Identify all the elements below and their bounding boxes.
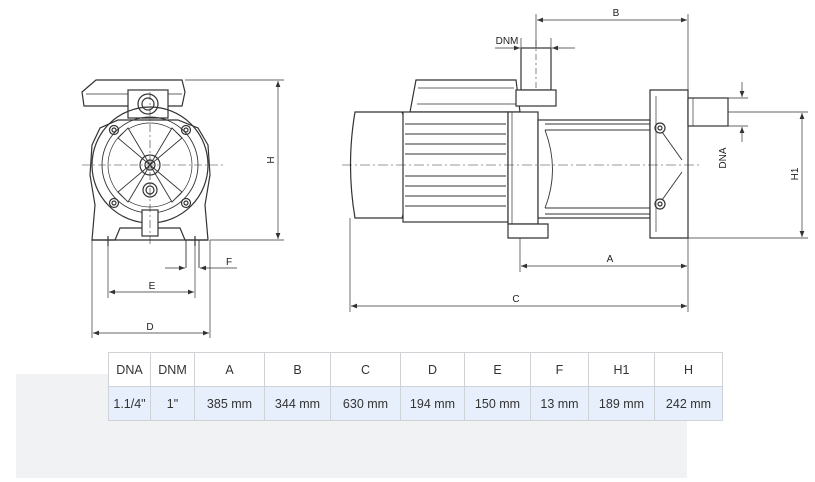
dimension-labels: B DNM DNA H1 H A C F E D [146,8,801,333]
table-cell: 344 mm [264,386,331,421]
pump-technical-drawing: B DNM DNA H1 H A C F E D [81,8,808,338]
dim-label-e: E [149,281,156,292]
side-view [342,40,729,239]
table-header-cell: C [330,352,401,387]
table-header-cell: D [400,352,465,387]
table-cell: 385 mm [194,386,265,421]
dim-label-c: C [512,294,519,305]
dim-label-dnm: DNM [496,36,519,47]
dim-label-a: A [607,254,614,265]
dim-label-h1: H1 [790,167,801,180]
table-header-cell: H1 [588,352,655,387]
front-view-dimensions [91,79,284,338]
table-cell: 1" [150,386,195,421]
dim-label-b: B [613,8,620,19]
table-header-cell: H [654,352,723,387]
table-header-cell: DNM [150,352,195,387]
table-header-cell: A [194,352,265,387]
table-cell: 630 mm [330,386,401,421]
table-cell: 1.1/4" [108,386,151,421]
table-row: 1.1/4" 1" 385 mm 344 mm 630 mm 194 mm 15… [108,386,723,421]
table-cell: 13 mm [530,386,589,421]
table-header-cell: E [464,352,531,387]
dim-label-f: F [226,257,232,268]
table-cell: 194 mm [400,386,465,421]
table-header-cell: F [530,352,589,387]
table-cell: 150 mm [464,386,531,421]
side-view-dimensions [349,14,808,312]
dim-label-dna: DNA [718,147,729,168]
table-header-cell: DNA [108,352,151,387]
table-cell: 242 mm [654,386,723,421]
front-view [81,79,225,268]
dim-label-h: H [266,156,277,163]
dimensions-table: DNA DNM A B C D E F H1 H 1.1/4" 1" 385 m… [108,352,723,421]
table-header-row: DNA DNM A B C D E F H1 H [108,352,723,387]
dim-label-d: D [146,322,153,333]
table-header-cell: B [264,352,331,387]
table-cell: 189 mm [588,386,655,421]
